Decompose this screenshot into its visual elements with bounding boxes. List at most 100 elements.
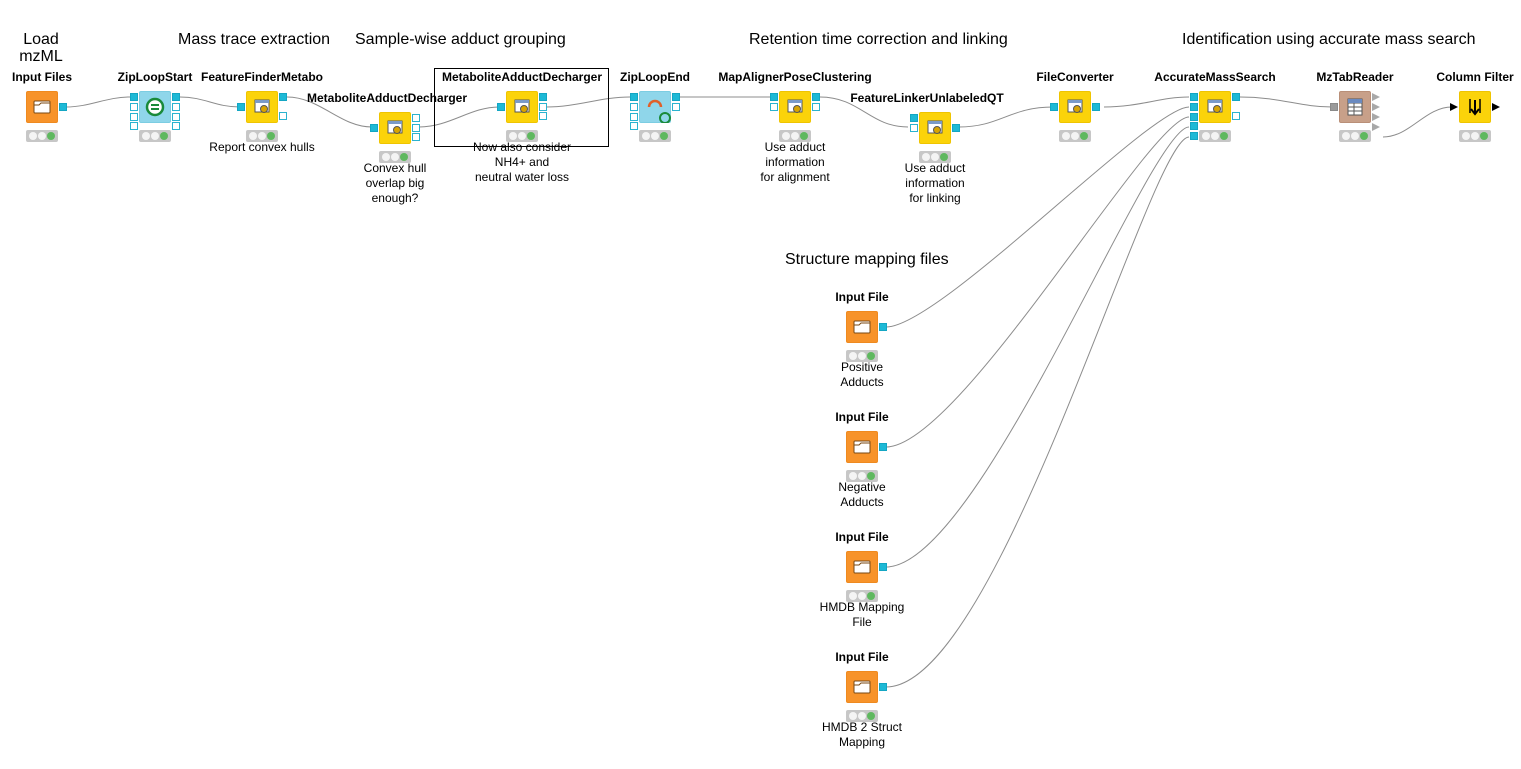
input-port[interactable] [370, 124, 378, 132]
wire-decharger2-to-zipend [545, 96, 631, 108]
output-port[interactable] [412, 114, 420, 122]
node-metabolite-adduct-decharger-1[interactable]: MetaboliteAdductDecharger Convex hull ov… [307, 91, 467, 205]
input-port[interactable] [630, 103, 638, 111]
node-body[interactable] [506, 91, 538, 123]
input-port[interactable] [1330, 103, 1338, 111]
node-body[interactable] [246, 91, 278, 123]
node-accurate-mass-search[interactable]: AccurateMassSearch [1154, 70, 1276, 142]
output-port[interactable] [879, 323, 887, 331]
node-input-file-hmdb2-struct-mapping[interactable]: Input File HMDB 2 Struct Mapping [822, 650, 902, 749]
input-port[interactable] [630, 122, 638, 130]
output-port[interactable] [412, 133, 420, 141]
input-port[interactable] [497, 103, 505, 111]
input-port[interactable] [130, 93, 138, 101]
input-port[interactable] [770, 93, 778, 101]
tool-window-gear-icon [514, 99, 530, 113]
output-port[interactable] [1492, 103, 1500, 111]
wire-neg-to-ams [885, 116, 1190, 448]
output-port[interactable] [539, 112, 547, 120]
node-title: ZipLoopStart [117, 70, 193, 84]
input-port[interactable] [1190, 93, 1198, 101]
wire-linker-to-converter [958, 106, 1054, 128]
output-port[interactable] [1372, 103, 1380, 111]
output-port[interactable] [279, 112, 287, 120]
input-port[interactable] [1050, 103, 1058, 111]
section-adduct-grouping: Sample-wise adduct grouping [355, 31, 566, 48]
output-port[interactable] [1232, 112, 1240, 120]
output-port[interactable] [59, 103, 67, 111]
output-port[interactable] [812, 93, 820, 101]
open-folder-icon [33, 100, 51, 114]
output-port[interactable] [172, 122, 180, 130]
input-port[interactable] [910, 114, 918, 122]
output-port[interactable] [172, 113, 180, 121]
node-annotation: Use adduct information for linking [904, 161, 966, 205]
status-lights [139, 130, 171, 142]
node-metabolite-adduct-decharger-2[interactable]: MetaboliteAdductDecharger Now also consi… [442, 70, 602, 184]
input-port[interactable] [910, 124, 918, 132]
status-lights [1059, 130, 1091, 142]
output-port[interactable] [879, 443, 887, 451]
wire-zipstart-to-featurefinder [179, 96, 241, 108]
node-file-converter[interactable]: FileConverter [1036, 70, 1114, 142]
open-folder-icon [853, 680, 871, 694]
node-input-files[interactable]: Input Files [12, 70, 72, 142]
input-port[interactable] [630, 93, 638, 101]
node-body[interactable] [639, 91, 671, 123]
section-load-mzml: Load mzML [19, 31, 63, 65]
input-port[interactable] [1190, 132, 1198, 140]
status-lights [846, 470, 878, 482]
node-feature-linker-unlabeled-qt[interactable]: FeatureLinkerUnlabeledQT Use adduct info… [850, 91, 1003, 205]
output-port[interactable] [1372, 113, 1380, 121]
node-annotation: Negative Adducts [838, 480, 886, 509]
wire-pos-to-ams [885, 106, 1190, 328]
input-port[interactable] [630, 113, 638, 121]
status-lights [779, 130, 811, 142]
status-lights [1339, 130, 1371, 142]
output-port[interactable] [1372, 123, 1380, 131]
status-lights [846, 590, 878, 602]
input-port[interactable] [130, 113, 138, 121]
input-port[interactable] [130, 103, 138, 111]
node-input-file-hmdb-mapping[interactable]: Input File HMDB Mapping File [820, 530, 905, 629]
tool-window-gear-icon [387, 120, 403, 134]
node-input-file-positive-adducts[interactable]: Input File Positive Adducts [835, 290, 888, 389]
input-port[interactable] [1190, 103, 1198, 111]
output-port[interactable] [1092, 103, 1100, 111]
output-port[interactable] [172, 93, 180, 101]
output-port[interactable] [812, 103, 820, 111]
output-port[interactable] [879, 683, 887, 691]
output-port[interactable] [539, 93, 547, 101]
section-structure-mapping: Structure mapping files [785, 251, 949, 268]
output-port[interactable] [172, 103, 180, 111]
open-folder-icon [853, 320, 871, 334]
output-port[interactable] [412, 124, 420, 132]
node-zip-loop-start[interactable]: ZipLoopStart [118, 70, 192, 142]
output-port[interactable] [879, 563, 887, 571]
output-port[interactable] [1372, 93, 1380, 101]
input-port[interactable] [770, 103, 778, 111]
node-mztab-reader[interactable]: MzTabReader [1316, 70, 1394, 142]
node-body[interactable] [26, 91, 58, 123]
input-port[interactable] [1190, 113, 1198, 121]
node-input-file-negative-adducts[interactable]: Input File Negative Adducts [835, 410, 888, 509]
input-port[interactable] [1450, 103, 1458, 111]
output-port[interactable] [539, 103, 547, 111]
node-column-filter[interactable]: Column Filter [1436, 70, 1514, 142]
output-port[interactable] [279, 93, 287, 101]
node-zip-loop-end[interactable]: ZipLoopEnd [620, 70, 690, 142]
tool-window-gear-icon [1067, 99, 1083, 113]
input-port[interactable] [130, 122, 138, 130]
node-title: FileConverter [1036, 70, 1114, 84]
output-port[interactable] [672, 93, 680, 101]
output-port[interactable] [672, 103, 680, 111]
input-port[interactable] [237, 103, 245, 111]
tool-window-gear-icon [254, 99, 270, 113]
node-map-aligner-pose-clustering[interactable]: MapAlignerPoseClustering Use adduct info… [718, 70, 871, 184]
output-port[interactable] [1232, 93, 1240, 101]
output-port[interactable] [952, 124, 960, 132]
input-port[interactable] [1190, 122, 1198, 130]
tool-window-gear-icon [927, 120, 943, 134]
node-feature-finder-metabo[interactable]: FeatureFinderMetabo Report convex hulls [201, 70, 323, 154]
